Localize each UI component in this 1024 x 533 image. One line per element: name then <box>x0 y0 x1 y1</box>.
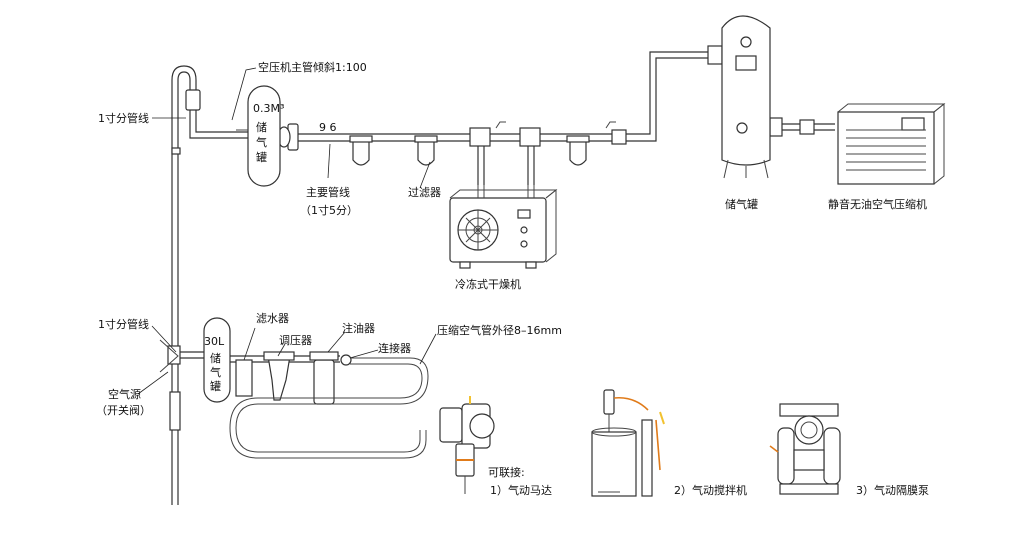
label-connector: 连接器 <box>378 342 411 355</box>
tank-small-label-3: 罐 <box>256 151 267 164</box>
label-lubricator: 注油器 <box>342 321 375 335</box>
air-compressor <box>838 104 944 184</box>
air-mixer <box>592 390 664 496</box>
label-hose: 压缩空气管外径8–16mm <box>437 323 562 337</box>
tank-30l-volume: 30L <box>204 335 225 348</box>
refrigerated-dryer <box>450 185 556 268</box>
storage-tank-large <box>722 16 770 178</box>
label-dryer: 冷冻式干燥机 <box>455 277 521 291</box>
label-regulator: 调压器 <box>279 334 312 347</box>
label-big-tank: 储气罐 <box>725 197 758 211</box>
tank-30l-label-2: 气 <box>210 365 221 379</box>
tank-30l-label-3: 罐 <box>210 380 221 393</box>
tank-30l-label-1: 储 <box>210 351 221 365</box>
label-connectable: 可联接: <box>488 466 525 479</box>
label-motor: 1）气动马达 <box>490 483 552 497</box>
label-water-filter: 滤水器 <box>256 312 289 325</box>
label-compressor: 静音无油空气压缩机 <box>828 197 927 211</box>
label-pump: 3）气动隔膜泵 <box>856 483 929 497</box>
tank-small-volume: 0.3M³ <box>253 102 284 115</box>
label-mixer: 2）气动搅拌机 <box>674 483 747 497</box>
label-air-source: 空气源 <box>108 387 141 401</box>
frl-unit <box>236 352 351 404</box>
label-main-slope: 空压机主管倾斜1:100 <box>258 60 367 74</box>
label-pipe-number: 9 6 <box>319 121 337 134</box>
label-main-pipe-size: （1寸5分） <box>300 203 358 217</box>
label-air-source-sub: （开关阀） <box>96 403 151 417</box>
label-branch-top: 1寸分管线 <box>98 111 149 125</box>
air-motor <box>440 396 494 494</box>
tank-small-label-2: 气 <box>256 135 267 149</box>
label-filter: 过滤器 <box>408 186 441 199</box>
label-branch-bottom: 1寸分管线 <box>98 317 149 331</box>
label-main-pipe: 主要管线 <box>306 185 350 199</box>
diaphragm-pump <box>770 404 840 494</box>
tank-small-label-1: 储 <box>256 120 267 134</box>
